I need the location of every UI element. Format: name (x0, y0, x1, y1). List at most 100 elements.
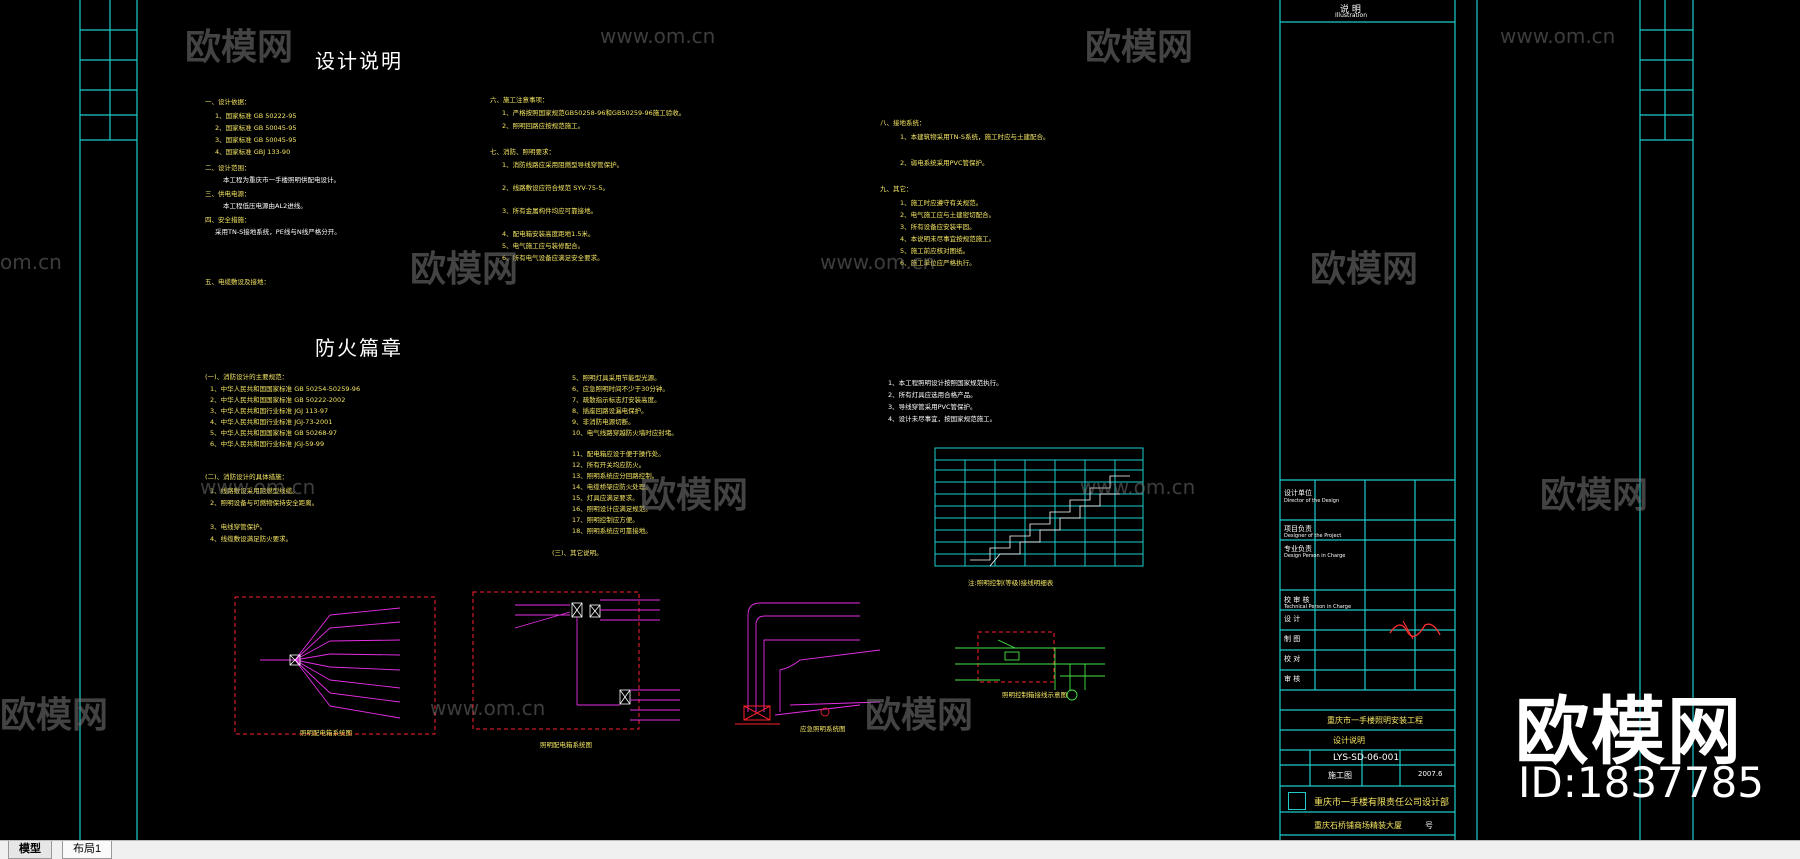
note-line: 2、中华人民共和国国家标准 GB 50222-2002 (210, 396, 346, 404)
note-line: 2、线路敷设应符合规范 SYV-75-5。 (502, 184, 609, 192)
control-table (934, 447, 1144, 567)
watermark-id: ID:1837785 (1518, 758, 1764, 807)
note-line: 6、施工单位应严格执行。 (900, 259, 976, 267)
note-line: 4、中华人民共和国行业标准 JGJ-73-2001 (210, 418, 333, 426)
title-row-label: 专业负责 (1284, 545, 1312, 553)
note-line: 14、电缆桥架应防火处理。 (572, 483, 652, 491)
note-line: 2、国家标准 GB 50045-95 (215, 124, 297, 132)
watermark-brand: 欧模网 (1085, 27, 1194, 68)
note-line: 1、本建筑物采用TN-S系统，施工时应与土建配合。 (900, 133, 1050, 141)
drawing-date: 2007.6 (1418, 770, 1443, 778)
note-line: 4、配电箱安装高度距地1.5米。 (502, 230, 595, 238)
note-line: 九、其它： (880, 185, 913, 193)
design-notes-title: 设计说明 (315, 49, 403, 73)
watermark-brand: 欧模网 (410, 249, 519, 290)
note-line: 2、照明回路应按规范施工。 (502, 122, 585, 130)
note-line: 二、设计范围： (205, 164, 251, 172)
diagram-caption: 照明配电箱系统图 (540, 741, 592, 749)
note-line: 3、中华人民共和国行业标准 JGJ 113-97 (210, 407, 329, 415)
layout-tab-bar: 模型 布局1 (0, 840, 1800, 859)
note-line: 4、线缆敷设满足防火要求。 (210, 535, 293, 543)
note-line: 5、中华人民共和国国家标准 GB 50268-97 (210, 429, 338, 437)
title-row-label-en: Director of the Design (1284, 498, 1340, 504)
note-line: 13、照明系统应分回路控制。 (572, 472, 659, 480)
note-line: 1、消防线路应采用阻燃型导线穿管保护。 (502, 161, 624, 169)
wiring-diagram-2 (514, 599, 680, 721)
title-row-label: 校 审 核 (1284, 596, 1310, 604)
wiring-diagram-1 (260, 607, 401, 719)
note-line: 1、线路敷设采用阻燃型线缆。 (210, 487, 299, 495)
title-row-label-en: Design Person in Charge (1284, 553, 1346, 559)
company-logo-icon (1288, 792, 1306, 810)
drawing-name: 设计说明 (1333, 736, 1365, 745)
watermark-brand: 欧模网 (640, 475, 749, 516)
tab-model[interactable]: 模型 (8, 841, 52, 859)
note-line: 七、消防、照明要求： (490, 148, 555, 156)
watermark-url: www.om.cn (600, 24, 716, 48)
tab-layout1[interactable]: 布局1 (62, 841, 113, 859)
note-line: 2、照明设备与可燃物保持安全距离。 (210, 499, 319, 507)
title-row-label: 设 计 (1284, 615, 1301, 623)
watermark-url: www.om.cn (430, 696, 546, 720)
note-line: 4、设计未尽事宜，按国家规范施工。 (888, 415, 997, 423)
fire-chapter-title: 防火篇章 (315, 336, 403, 360)
diagram-caption: 应急照明系统图 (800, 725, 846, 733)
title-block-header: 说 明 (1340, 5, 1361, 15)
table-caption: 注:照明控制(等级)接线明细表 (968, 579, 1054, 587)
note-line: 6、所有电气设备应满足安全要求。 (502, 254, 604, 262)
note-line: 5、照明灯具采用节能型光源。 (572, 374, 661, 382)
note-line: 一、设计依据： (205, 98, 251, 106)
note-line: 1、施工时应遵守有关规范。 (900, 199, 983, 207)
note-line: 1、本工程照明设计按照国家规范执行。 (888, 379, 1003, 387)
note-line: 8、插座回路设漏电保护。 (572, 407, 648, 415)
note-line: 1、严格按照国家规范GB50258-96和GB50259-96施工验收。 (502, 109, 686, 117)
note-line: 15、灯具应满足要求。 (572, 494, 639, 502)
watermark-url: www.om.cn (1080, 475, 1196, 499)
watermark-large-brand: 欧模网 (1515, 689, 1743, 775)
note-line: 2、电气施工应与土建密切配合。 (900, 211, 996, 219)
project-name: 重庆市一手楼照明安装工程 (1327, 716, 1423, 725)
title-row-label-en: Technical Person in Charge (1284, 604, 1352, 610)
drawing-number: LYS-SD-06-001 (1333, 753, 1400, 763)
note-line: (二)、消防设计的具体措施： (205, 473, 289, 481)
client-name: 重庆石桥铺商场精装大厦 (1314, 821, 1402, 830)
note-line: 六、施工注意事项： (490, 96, 549, 104)
note-line: 1、国家标准 GB 50222-95 (215, 112, 297, 120)
note-line: 12、所有开关均应防火。 (572, 461, 646, 469)
watermark-url: www.om.cn (820, 250, 936, 274)
note-line: 4、国家标准 GBJ 133-90 (215, 148, 291, 156)
note-line: 3、导线穿管采用PVC管保护。 (888, 403, 977, 411)
note-line: 18、照明系统应可靠接地。 (572, 527, 652, 535)
title-row-label: 审 核 (1284, 675, 1301, 683)
watermark-brand: 欧模网 (0, 695, 109, 736)
drawing-stage: 施工图 (1328, 771, 1352, 780)
note-line: 3、所有金属构件均应可靠接地。 (502, 207, 598, 215)
note-line: 7、疏散指示标志灯安装高度。 (572, 396, 661, 404)
drawing-frame (79, 0, 1694, 840)
wiring-diagram-3 (747, 602, 881, 716)
diagram-caption: 照明配电箱系统图 (300, 729, 352, 737)
watermark-brand: 欧模网 (865, 695, 974, 736)
note-line: 五、电缆敷设及接地： (205, 278, 270, 286)
note-line: 11、配电箱应设于便于操作处。 (572, 450, 665, 458)
sheet-number: 号 (1425, 821, 1433, 830)
note-line: 17、照明控制应方便。 (572, 516, 639, 524)
note-line: 三、供电电源： (205, 190, 251, 198)
note-line: 采用TN-S接地系统，PE线与N线严格分开。 (215, 228, 341, 236)
watermark-url: www.om.cn (1500, 24, 1616, 48)
note-line: 3、所有设备应安装牢固。 (900, 223, 976, 231)
watermark-brand: 欧模网 (1540, 475, 1649, 516)
watermark-brand: 欧模网 (1310, 249, 1419, 290)
note-line: 四、安全措施： (205, 216, 251, 224)
note-line: 5、施工前应核对图纸。 (900, 247, 970, 255)
note-line: 1、中华人民共和国国家标准 GB 50254-50259-96 (210, 385, 361, 393)
watermark-url: om.cn (0, 250, 62, 274)
signature (1389, 620, 1441, 640)
note-line: 2、所有灯具应选用合格产品。 (888, 391, 977, 399)
diagram-caption: 照明控制箱接线示意图 (1002, 691, 1067, 699)
note-line: 9、非消防电源切断。 (572, 418, 635, 426)
drawing-canvas[interactable]: 设计说明 一、设计依据： 1、国家标准 GB 50222-95 2、国家标准 G… (0, 0, 1800, 840)
note-line: (一)、消防设计的主要规范： (205, 373, 289, 381)
company-name: 重庆市一手楼有限责任公司设计部 (1314, 798, 1450, 808)
note-line: 16、照明设计应满足规范。 (572, 505, 652, 513)
